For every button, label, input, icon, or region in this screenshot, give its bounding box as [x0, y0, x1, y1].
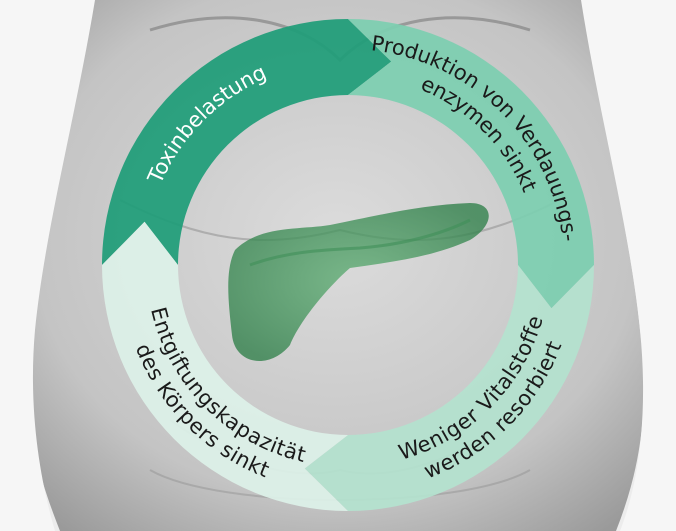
diagram-stage: ToxinbelastungProduktion von Verdauungs-…: [0, 0, 676, 531]
cycle-diagram: ToxinbelastungProduktion von Verdauungs-…: [0, 0, 676, 531]
